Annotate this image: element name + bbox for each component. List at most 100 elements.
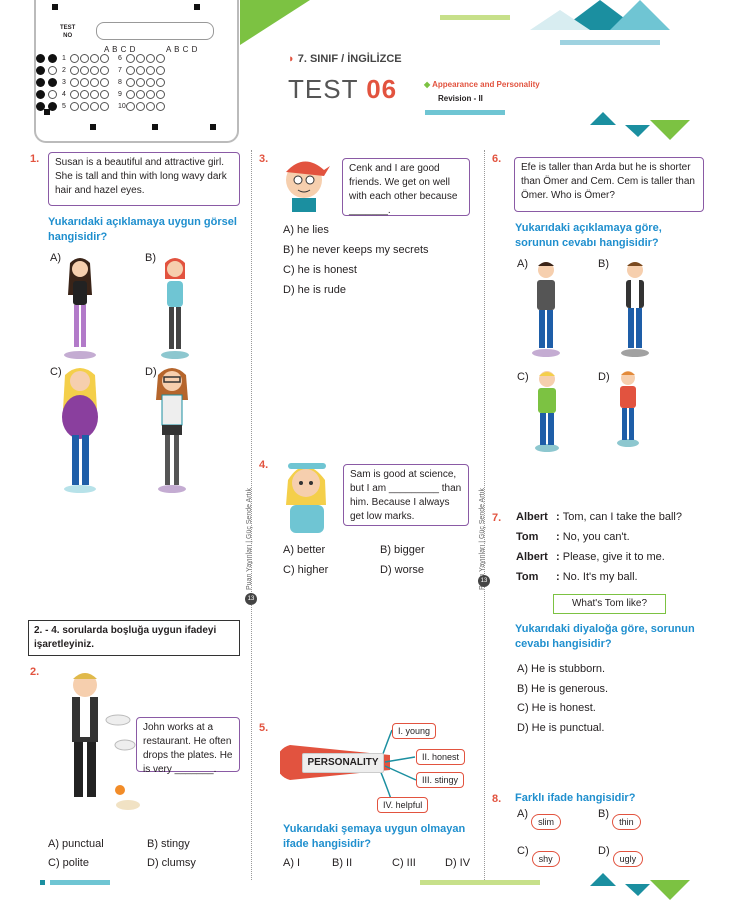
answer-bubble[interactable]: [70, 54, 79, 63]
answer-bubble[interactable]: [70, 78, 79, 87]
answer-bubble[interactable]: [80, 66, 89, 75]
answer-bubble[interactable]: [126, 90, 135, 99]
test-no-bubble[interactable]: [36, 102, 45, 111]
q4-option-c[interactable]: C) higher: [283, 564, 329, 576]
q8-option-a[interactable]: A) slim: [517, 808, 562, 830]
q3-option-d[interactable]: D) he is rude: [283, 284, 346, 296]
answer-bubble[interactable]: [156, 90, 165, 99]
test-no-bubble[interactable]: [36, 54, 45, 63]
answer-bubble[interactable]: [146, 78, 155, 87]
answer-bubble[interactable]: [156, 54, 165, 63]
test-no-bubble[interactable]: [36, 78, 45, 87]
answer-bubble[interactable]: [90, 102, 99, 111]
answer-bubble[interactable]: [136, 90, 145, 99]
q2-option-d[interactable]: D) clumsy: [147, 857, 196, 869]
unit-title-text: Appearance and Personality: [432, 80, 540, 89]
unit-subtitle: Revision - II: [438, 94, 483, 103]
q2-number: 2.: [30, 666, 40, 678]
answer-bubble[interactable]: [80, 54, 89, 63]
q7-option-a[interactable]: A) He is stubborn.: [517, 663, 606, 675]
q5-node-4: IV. helpful: [377, 797, 429, 813]
answer-bubble[interactable]: [70, 66, 79, 75]
test-no-bubble[interactable]: [48, 66, 57, 75]
answer-bubble[interactable]: [156, 102, 165, 111]
q2-option-a[interactable]: A) punctual: [48, 838, 104, 850]
answer-bubble[interactable]: [156, 78, 165, 87]
answer-bubble[interactable]: [126, 54, 135, 63]
q8-option-c[interactable]: C) shy: [517, 845, 560, 867]
answer-bubble[interactable]: [126, 78, 135, 87]
answer-row-number: 4: [62, 91, 66, 98]
answer-bubble[interactable]: [90, 90, 99, 99]
q4-option-b[interactable]: B) bigger: [380, 544, 425, 556]
answer-bubble[interactable]: [126, 102, 135, 111]
q5-option-d[interactable]: D) IV: [445, 857, 471, 869]
q1-passage: Susan is a beautiful and attractive girl…: [48, 152, 240, 206]
test-no-bubble[interactable]: [48, 102, 57, 111]
q2-option-c[interactable]: C) polite: [48, 857, 89, 869]
answer-bubble[interactable]: [100, 102, 109, 111]
answer-bubble[interactable]: [136, 78, 145, 87]
q5-option-b[interactable]: B) II: [332, 857, 353, 869]
q5-node-1: I. young: [392, 723, 437, 739]
q1-girl-d-image: [156, 368, 188, 493]
answer-bubble[interactable]: [100, 90, 109, 99]
q7-option-d[interactable]: D) He is punctual.: [517, 722, 605, 734]
q7-option-c[interactable]: C) He is honest.: [517, 702, 596, 714]
q4-option-d[interactable]: D) worse: [380, 564, 425, 576]
q8-option-d[interactable]: D) ugly: [598, 845, 644, 867]
test-no-bubble[interactable]: [36, 90, 45, 99]
answer-bubble[interactable]: [146, 66, 155, 75]
test-no-bubble[interactable]: [48, 54, 57, 63]
q6-option-c[interactable]: C): [517, 371, 529, 383]
answer-row-number: 8: [118, 79, 122, 86]
q8-option-b[interactable]: B) thin: [598, 808, 641, 830]
answer-bubble[interactable]: [156, 66, 165, 75]
test-no-bubble[interactable]: [48, 90, 57, 99]
q7-option-b[interactable]: B) He is generous.: [517, 683, 609, 695]
answer-bubble[interactable]: [70, 90, 79, 99]
q3-option-b[interactable]: B) he never keeps my secrets: [283, 244, 429, 256]
answer-bubble[interactable]: [146, 54, 155, 63]
q3-option-c[interactable]: C) he is honest: [283, 264, 357, 276]
q7-line-2: No, you can't.: [562, 531, 630, 543]
answer-bubble[interactable]: [146, 90, 155, 99]
q1-option-a[interactable]: A): [50, 252, 61, 264]
answer-bubble[interactable]: [146, 102, 155, 111]
q5-option-a[interactable]: A) I: [283, 857, 301, 869]
q5-option-c[interactable]: C) III: [392, 857, 416, 869]
q4-option-a[interactable]: A) better: [283, 544, 326, 556]
answer-bubble[interactable]: [90, 78, 99, 87]
answer-bubble[interactable]: [70, 102, 79, 111]
test-no-bubble[interactable]: [36, 66, 45, 75]
q6-option-d[interactable]: D): [598, 371, 610, 383]
answer-bubble[interactable]: [80, 78, 89, 87]
answer-bubble[interactable]: [80, 102, 89, 111]
q8-option-c-word: shy: [531, 851, 560, 867]
answer-bubble[interactable]: [126, 66, 135, 75]
answer-bubble[interactable]: [100, 54, 109, 63]
answer-bubble[interactable]: [100, 66, 109, 75]
q6-number: 6.: [492, 153, 502, 165]
answer-bubble[interactable]: [136, 54, 145, 63]
answer-bubble[interactable]: [136, 66, 145, 75]
q1-option-b[interactable]: B): [145, 252, 156, 264]
answer-bubble[interactable]: [136, 102, 145, 111]
answer-bubble[interactable]: [90, 54, 99, 63]
answer-columns-left: A B C D: [104, 45, 136, 54]
q1-option-c[interactable]: C): [50, 366, 62, 378]
answer-row-number: 2: [62, 67, 66, 74]
grade-subject-text: 7. SINIF / İNGİLİZCE: [297, 53, 402, 65]
q1-option-d[interactable]: D): [145, 366, 157, 378]
answer-bubble[interactable]: [100, 78, 109, 87]
q6-option-b[interactable]: B): [598, 258, 609, 270]
q7-speaker-2: Tom: [516, 531, 539, 543]
q2-option-b[interactable]: B) stingy: [147, 838, 190, 850]
answer-bubble[interactable]: [80, 90, 89, 99]
q6-option-a[interactable]: A): [517, 258, 528, 270]
test-no-bubble[interactable]: [48, 78, 57, 87]
answer-bubble[interactable]: [90, 66, 99, 75]
test-no-field[interactable]: [96, 22, 214, 40]
q3-option-a[interactable]: A) he lies: [283, 224, 329, 236]
